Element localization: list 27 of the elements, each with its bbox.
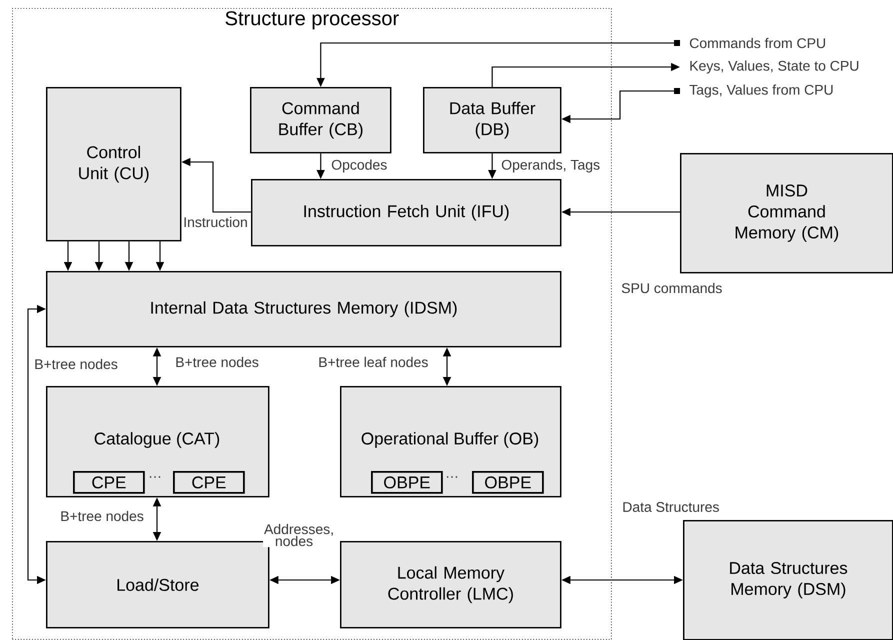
element-box: CPE	[73, 471, 145, 494]
signal-label: Tags, Values from CPU	[690, 84, 833, 98]
data-structures-label: Data Structures	[623, 502, 719, 512]
element-box: OBPE	[472, 471, 544, 494]
unit-box: Control Unit (CU)	[46, 87, 182, 242]
element-box: CPE	[173, 471, 245, 494]
ellipsis: …	[446, 476, 458, 478]
unit-box: Load/Store	[46, 541, 270, 628]
edge-label: Instruction	[182, 216, 249, 228]
unit-box: Data Buffer (DB)	[423, 87, 562, 154]
element-box: OBPE	[371, 471, 443, 494]
signal-label: Commands from CPU	[690, 38, 826, 48]
unit-box: Internal Data Structures Memory (IDSM)	[46, 271, 562, 348]
unit-box: MISD Command Memory (CM)	[680, 153, 893, 274]
signal-label: Keys, Values, State to CPU	[690, 60, 858, 74]
edge-label: B+tree leaf nodes	[317, 356, 430, 368]
edge-label: B+tree nodes	[59, 510, 145, 522]
unit-box: Instruction Fetch Unit (IFU)	[251, 179, 562, 246]
edge-label: B+tree nodes	[33, 358, 119, 370]
edge-label: Operands, Tags	[500, 158, 602, 174]
unit-box: Local Memory Controller (LMC)	[340, 541, 562, 628]
edge-label: Opcodes	[330, 158, 388, 174]
ellipsis: …	[150, 476, 160, 478]
unit-box: Command Buffer (CB)	[250, 87, 392, 154]
unit-box: Data Structures Memory (DSM)	[683, 520, 893, 640]
spu-commands-label: SPU commands	[622, 282, 722, 294]
edge-label: B+tree nodes	[174, 356, 260, 368]
